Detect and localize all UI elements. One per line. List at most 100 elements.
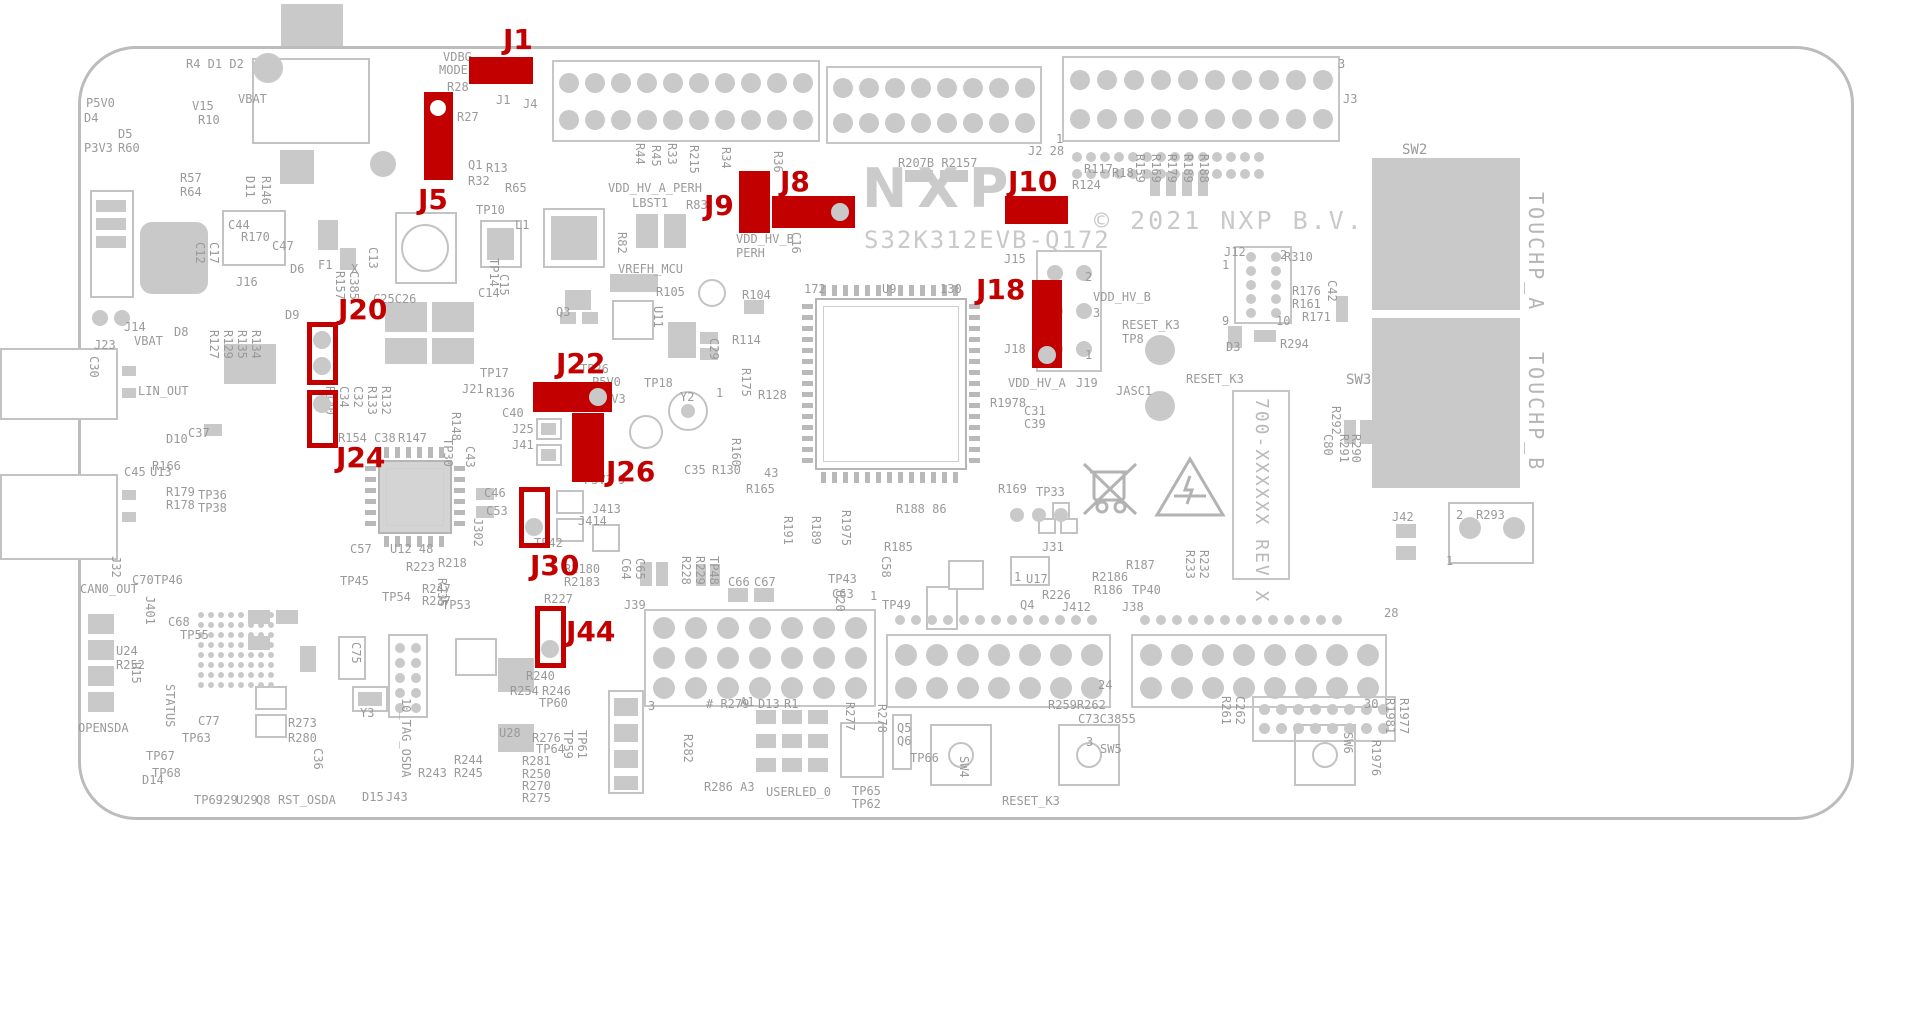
silk-label: C16 xyxy=(789,232,803,254)
jumper-J1[interactable] xyxy=(469,57,533,84)
silk-label: R33 xyxy=(665,143,679,165)
pin-pad xyxy=(1327,723,1338,734)
silk-label: 3 xyxy=(648,699,656,713)
pin-pad xyxy=(833,77,853,98)
silk-label: SW3 xyxy=(1346,372,1372,388)
silk-label: R189 xyxy=(809,516,823,545)
jumper-J9[interactable] xyxy=(739,171,770,233)
silk-label: R243 xyxy=(418,766,447,780)
silk-label: USERLED_0 xyxy=(766,785,832,799)
jumper-J30[interactable] xyxy=(519,487,550,548)
silk-label: R64 xyxy=(180,185,202,199)
pin-pad xyxy=(845,647,867,669)
silk-label: CAN0_OUT xyxy=(80,582,138,596)
silk-label: R252 xyxy=(116,658,145,672)
silk-label: R247 xyxy=(422,582,451,596)
jumper-J26[interactable] xyxy=(572,413,604,482)
pin-pad xyxy=(1270,280,1281,290)
silk-label: R165 xyxy=(746,482,775,496)
silk-label: TP55 xyxy=(180,628,209,642)
component xyxy=(782,710,802,724)
pin-pad xyxy=(238,632,244,638)
pin-pad xyxy=(258,682,264,688)
component xyxy=(318,220,338,250)
component-pad xyxy=(1459,517,1481,539)
silk-label: R273 xyxy=(288,716,317,730)
silk-label: U29 xyxy=(236,793,258,807)
pin-pad xyxy=(268,642,274,648)
component xyxy=(808,758,828,772)
pin-pad xyxy=(845,677,867,699)
pin-pad xyxy=(198,612,204,618)
silk-label: D8 xyxy=(174,325,189,339)
component xyxy=(476,506,494,518)
component-pad xyxy=(1145,335,1175,365)
silk-label: R130 xyxy=(712,463,741,477)
silk-label: C46 xyxy=(484,486,506,500)
silk-label: R175 xyxy=(739,368,753,397)
pin-pad xyxy=(248,652,254,658)
pin-pad xyxy=(1231,108,1252,129)
component xyxy=(1336,296,1348,322)
pin-pad xyxy=(1285,69,1306,90)
pin-pad xyxy=(767,72,787,93)
pin-pad xyxy=(1184,151,1194,162)
jumper-J24[interactable] xyxy=(307,390,338,448)
pin-pad xyxy=(1018,643,1041,666)
pin-pad xyxy=(198,662,204,668)
pin-pad xyxy=(1046,265,1063,281)
pin-pad xyxy=(1259,704,1270,715)
pin-header-top-1 xyxy=(552,60,820,142)
pin-pad xyxy=(1007,615,1017,625)
silk-label: J2 28 xyxy=(1028,144,1065,158)
silk-label: R136 xyxy=(486,386,515,400)
pin-header-top-3-aux xyxy=(1070,148,1266,182)
pin-pad xyxy=(1198,151,1208,162)
silk-label: Q1 xyxy=(468,158,483,172)
jumper-J20[interactable] xyxy=(307,322,338,385)
component-pad xyxy=(370,151,396,177)
pin-pad xyxy=(715,72,735,93)
pin-pad xyxy=(1015,112,1035,133)
silk-label: U11 xyxy=(651,306,665,328)
pin-pad xyxy=(238,652,244,658)
silk-label: VBAT xyxy=(134,334,163,348)
pin-pad xyxy=(395,687,405,698)
jumper-J44[interactable] xyxy=(535,606,566,668)
jumper-J10[interactable] xyxy=(1005,196,1068,224)
pin-pad xyxy=(663,72,683,93)
pin-pad xyxy=(238,682,244,688)
component xyxy=(668,322,696,358)
pin-pad xyxy=(956,643,979,666)
pin-pad xyxy=(1150,108,1171,129)
silk-label: 10 xyxy=(1276,314,1291,328)
pin-pad xyxy=(959,615,969,625)
silk-label: Q8 xyxy=(256,793,271,807)
component xyxy=(338,636,366,680)
pin-pad xyxy=(1114,168,1124,179)
pin-pad xyxy=(717,617,739,639)
pin-pad xyxy=(559,72,579,93)
silk-label: R114 xyxy=(732,333,761,347)
silk-label: R147 xyxy=(398,431,427,445)
silk-label: 9 xyxy=(618,473,626,487)
silk-label: J12 xyxy=(1224,245,1246,259)
component xyxy=(222,210,286,266)
silk-label: TP36 xyxy=(198,488,227,502)
pin-pad xyxy=(749,647,771,669)
pin-pad xyxy=(198,652,204,658)
silk-label: R178 xyxy=(166,498,195,512)
silk-label: 30 xyxy=(1364,697,1379,711)
pin-pad xyxy=(1294,643,1317,666)
pin-pad xyxy=(911,112,931,133)
component-pad xyxy=(401,224,449,272)
silk-label: J4 xyxy=(523,97,538,111)
silk-label: C17 xyxy=(207,242,221,264)
silk-label: R27 xyxy=(457,110,479,124)
pin-pad xyxy=(1049,643,1072,666)
silk-label: J42 xyxy=(1392,510,1414,524)
silk-label: TP49 xyxy=(882,598,911,612)
pin-pad xyxy=(218,632,224,638)
copyright-text: © 2021 NXP B.V. xyxy=(1094,206,1365,235)
silk-label: R1978 xyxy=(990,396,1027,410)
